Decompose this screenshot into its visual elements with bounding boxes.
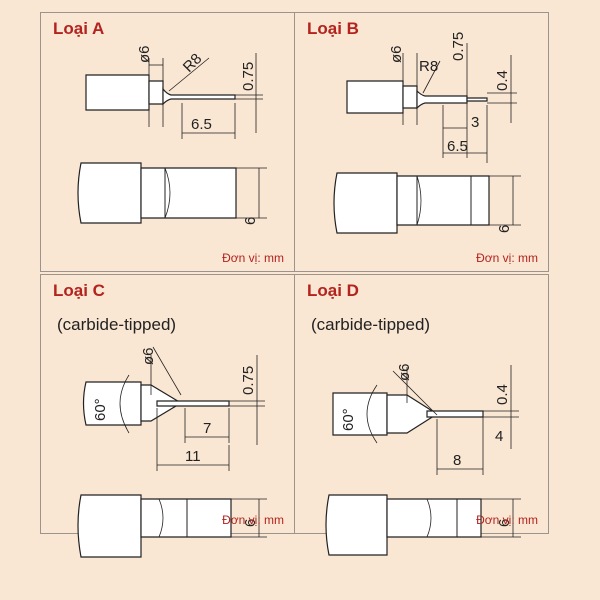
spindle-body	[332, 392, 388, 436]
spindle-body-side	[333, 172, 398, 234]
anvil-neck	[402, 85, 418, 109]
panel-a-unit: Đơn vị: mm	[222, 251, 284, 265]
panel-a-title: Loại A	[53, 19, 105, 38]
panel-c-subtitle: (carbide-tipped)	[57, 315, 177, 334]
dim-b-radius: R8	[419, 58, 438, 75]
panel-type-a: Loại A ø6 R8 0.75 6.5	[40, 12, 295, 272]
dim-b-tip: 0.75	[450, 32, 467, 61]
dim-c-angle: 60°	[92, 398, 109, 421]
spindle-body-side	[325, 494, 388, 556]
anvil-neck	[148, 80, 164, 105]
dim-c-tip: 0.75	[240, 366, 257, 395]
dim-c-height: 6	[242, 519, 259, 527]
dim-b-len-short: 3	[471, 114, 479, 131]
anvil-tip	[426, 410, 484, 418]
anvil-cone	[386, 394, 439, 434]
panel-type-b: Loại B ø6 R8 0.75 0.4 3 6.5	[294, 12, 549, 272]
panel-c-drawing: 60° ø6 0.75 7 11 6	[77, 346, 267, 558]
dim-d-angle: 60°	[340, 408, 357, 431]
dim-a-length: 6.5	[191, 116, 212, 133]
panel-c-title: Loại C	[53, 281, 105, 300]
dim-d-dia: ø6	[396, 363, 413, 381]
panel-type-d: Loại D (carbide-tipped) 60° ø6 0.4 4 8	[294, 274, 549, 556]
spindle-body-side	[77, 494, 142, 558]
panel-d-drawing: 60° ø6 0.4 4 8 6	[325, 363, 521, 556]
panel-d-subtitle: (carbide-tipped)	[311, 315, 431, 334]
dim-a-radius: R8	[180, 50, 206, 76]
panel-d-unit: Đơn vị: mm	[476, 513, 538, 527]
dim-a-tip: 0.75	[240, 62, 257, 91]
anvil-tip	[156, 400, 230, 407]
dim-c-dia: ø6	[140, 347, 157, 365]
dim-c-length: 11	[185, 448, 201, 465]
dim-c-len-short: 7	[203, 420, 211, 437]
anvil-tip	[416, 89, 468, 110]
dim-b-length: 6.5	[447, 138, 468, 155]
panel-c-unit: Đơn vị: mm	[222, 513, 284, 527]
panel-b-title: Loại B	[307, 19, 359, 38]
spindle-body-side	[77, 162, 142, 224]
dim-b-height: 6	[496, 225, 513, 233]
dim-d-len-short: 4	[495, 428, 503, 445]
anvil-tip	[162, 87, 236, 106]
dim-b-dia: ø6	[388, 45, 405, 63]
dim-d-height: 6	[496, 519, 513, 527]
dim-a-dia: ø6	[136, 45, 153, 63]
panel-type-c: Loại C (carbide-tipped) 60° ø6 0.75 7 11	[40, 274, 295, 558]
dim-d-tip: 0.4	[494, 384, 511, 405]
panel-d-title: Loại D	[307, 281, 359, 300]
panel-b-drawing: ø6 R8 0.75 0.4 3 6.5 6	[333, 32, 521, 234]
anvil-step	[466, 97, 488, 102]
spindle-body	[346, 80, 404, 114]
spindle-body	[82, 381, 142, 426]
dim-b-tip2: 0.4	[494, 70, 511, 91]
panel-b-unit: Đơn vị: mm	[476, 251, 538, 265]
dim-a-height: 6	[242, 217, 259, 225]
dim-d-length: 8	[453, 452, 461, 469]
panel-a-drawing: ø6 R8 0.75 6.5 6	[77, 45, 267, 225]
spindle-body	[85, 74, 150, 111]
